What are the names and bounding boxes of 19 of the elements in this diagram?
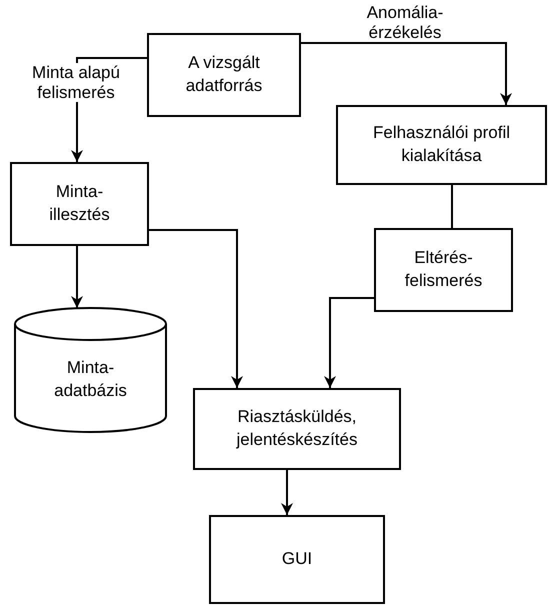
node-label: Eltérés-felismerés [404,247,484,292]
process-box [193,388,401,470]
process-box [10,162,149,246]
arrow [324,297,374,388]
arrow [71,246,83,308]
arrow [281,470,293,515]
node-label: Felhasználói profil kialakítása [372,122,511,167]
process-box [147,33,301,117]
node-label: Riasztásküldés, jelentéskészítés [235,406,358,451]
node-label: GUI [282,548,312,570]
node-label: A vizsgált adatforrás [184,52,264,97]
arrow [301,42,512,105]
node-label: Minta-illesztés [48,181,111,226]
process-box [374,228,513,312]
connector-line [451,185,453,228]
node-label: Minta-adatbázis [53,357,128,402]
arrow [149,229,243,388]
process-box [336,105,547,185]
process-box [209,515,385,604]
